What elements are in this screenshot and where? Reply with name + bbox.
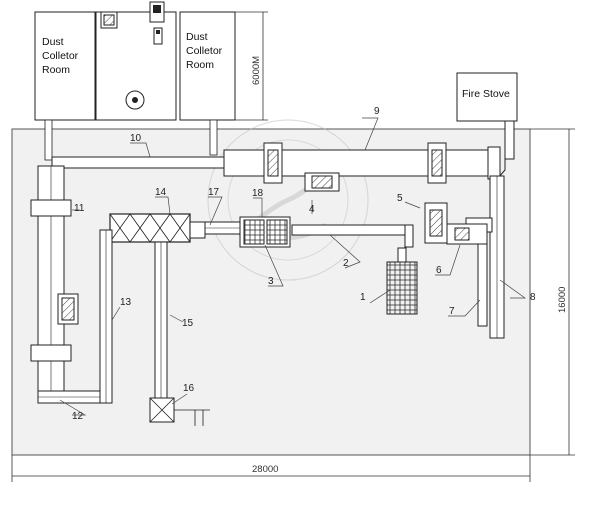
room-left-line1: Dust bbox=[42, 36, 64, 48]
room-height-label: 6000M bbox=[251, 56, 262, 85]
center-equipment-room bbox=[95, 1, 177, 121]
callout-16: 16 bbox=[183, 383, 195, 394]
callout-17: 17 bbox=[208, 187, 220, 198]
conveyor-12 bbox=[37, 390, 111, 404]
conveyor-15 bbox=[154, 241, 168, 399]
callout-15: 15 bbox=[182, 318, 194, 329]
callout-leaders bbox=[59, 117, 527, 416]
rotary-dryer-9 bbox=[223, 142, 501, 192]
callout-14: 14 bbox=[155, 187, 167, 198]
callout-1: 1 bbox=[360, 292, 366, 303]
conveyor-8 bbox=[489, 158, 506, 339]
elevator-11 bbox=[30, 165, 79, 397]
callout-18: 18 bbox=[252, 188, 264, 199]
callout-7: 7 bbox=[449, 306, 455, 317]
callout-10: 10 bbox=[130, 133, 142, 144]
callout-12: 12 bbox=[72, 411, 84, 422]
room-right-line1: Dust bbox=[186, 31, 208, 43]
duct-10 bbox=[51, 156, 225, 169]
overall-height-dimension: 16000 bbox=[530, 128, 575, 456]
callout-5: 5 bbox=[397, 193, 403, 204]
room-left-line2: Colletor bbox=[42, 50, 79, 62]
overall-width-dimension: 28000 bbox=[11, 455, 531, 482]
fire-stove: Fire Stove bbox=[456, 72, 518, 160]
callout-2: 2 bbox=[343, 258, 349, 269]
callout-11: 11 bbox=[74, 203, 85, 214]
fire-stove-label: Fire Stove bbox=[462, 88, 510, 100]
callout-6: 6 bbox=[436, 265, 442, 276]
dust-collector-room-right: Dust Colletor Room bbox=[179, 11, 236, 121]
equipment-1 bbox=[386, 247, 418, 315]
equipment-18 bbox=[239, 216, 291, 248]
conveyor-2 bbox=[291, 224, 413, 236]
equipment-16 bbox=[149, 397, 210, 426]
callout-3: 3 bbox=[268, 276, 274, 287]
callout-13: 13 bbox=[120, 297, 132, 308]
callout-9: 9 bbox=[374, 106, 380, 117]
callout-4: 4 bbox=[309, 204, 315, 215]
room-left-line3: Room bbox=[42, 64, 70, 76]
overall-width-label: 28000 bbox=[252, 464, 278, 475]
frame-14 bbox=[109, 213, 206, 243]
dust-collector-room-left: Dust Colletor Room bbox=[34, 11, 96, 121]
room-right-line2: Colletor bbox=[186, 45, 223, 57]
conveyor-13 bbox=[99, 229, 113, 404]
overall-height-label: 16000 bbox=[557, 287, 568, 313]
callout-8: 8 bbox=[530, 292, 536, 303]
room-height-dimension: 6000M bbox=[235, 11, 268, 121]
room-right-line3: Room bbox=[186, 59, 214, 71]
equipment-5-6 bbox=[424, 202, 488, 245]
